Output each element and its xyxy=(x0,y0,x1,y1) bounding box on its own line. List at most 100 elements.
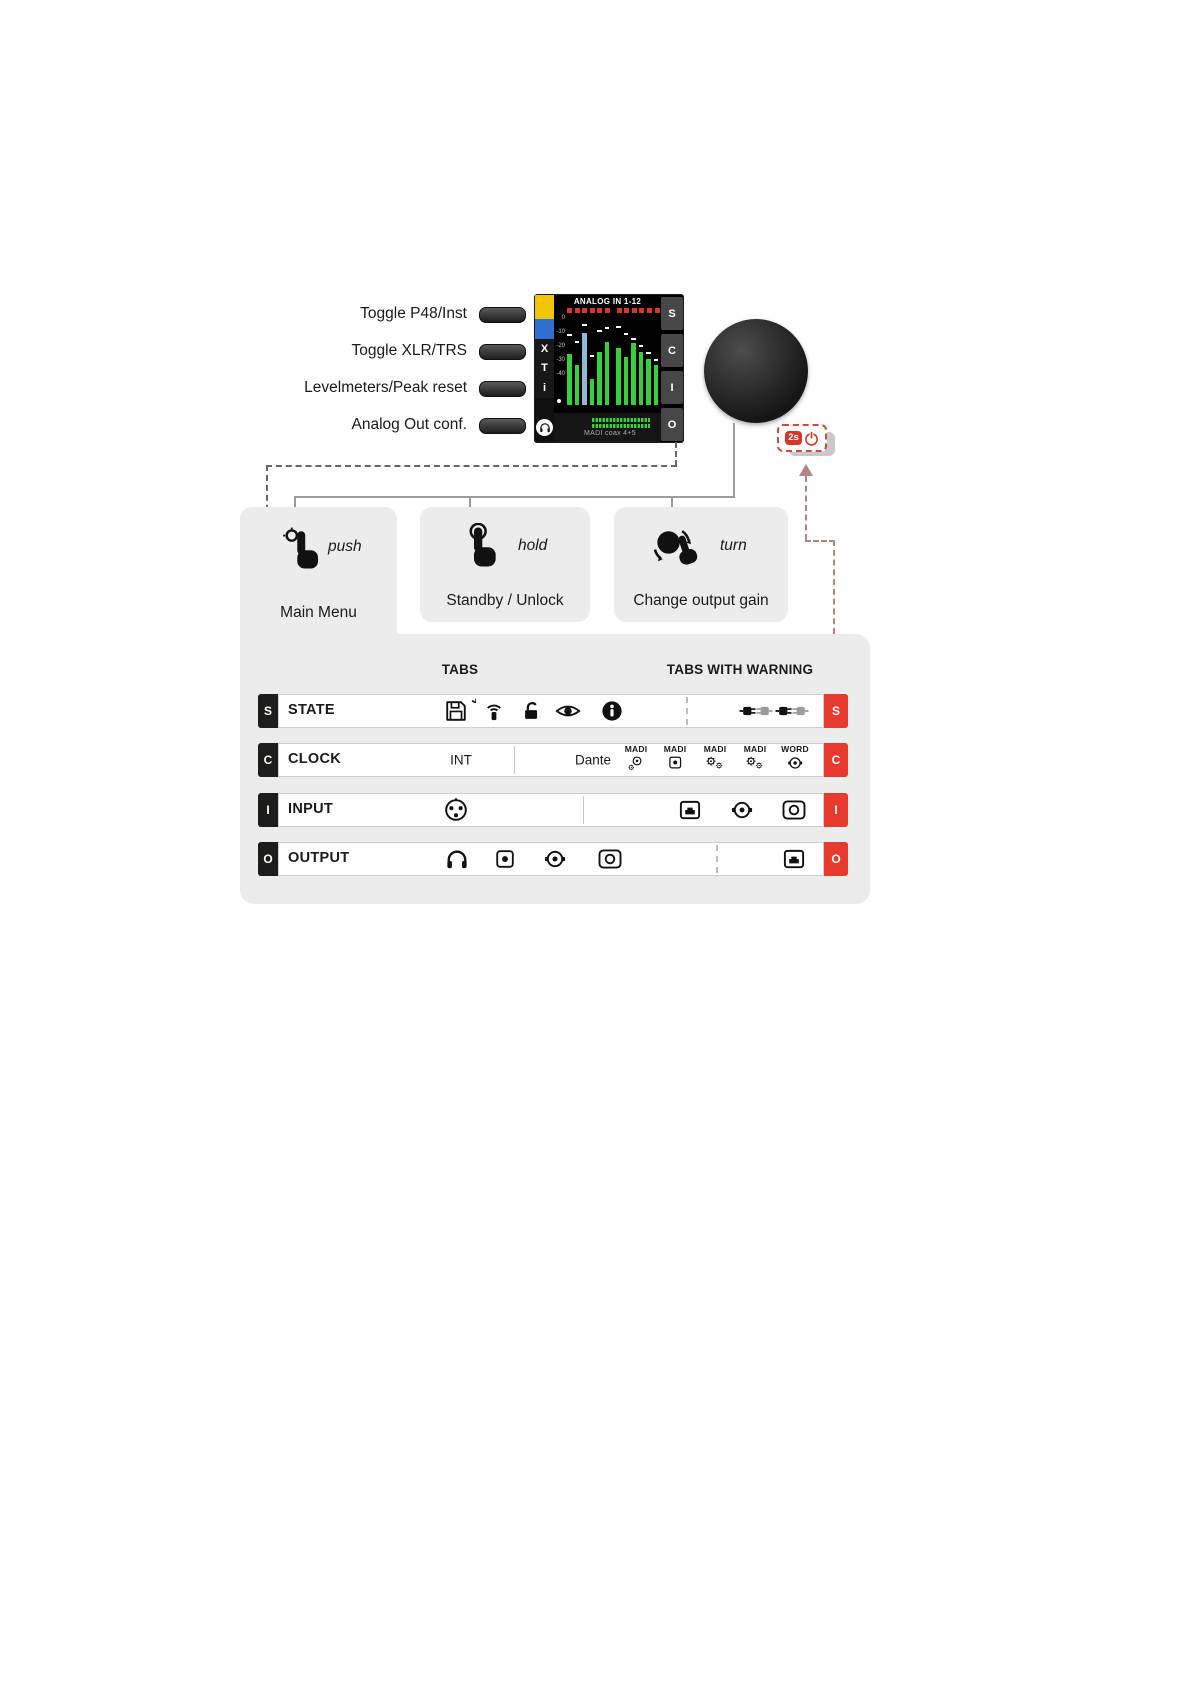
gesture-card-hold: hold Standby / Unlock xyxy=(420,507,590,622)
menu-row-state: S STATE S xyxy=(258,694,848,728)
phones-output-tab[interactable] xyxy=(535,412,554,442)
info-icon xyxy=(601,700,623,722)
power-button[interactable]: 2s xyxy=(777,424,827,452)
hardware-button-1[interactable] xyxy=(479,307,526,323)
screen-right-tab-column: S C I O xyxy=(661,295,683,442)
input-warning-tab[interactable]: I xyxy=(824,793,848,827)
optical-icon xyxy=(782,800,807,821)
input-row-divider xyxy=(583,796,584,824)
ethernet-icon xyxy=(679,799,702,822)
input-tab[interactable]: I xyxy=(258,793,278,827)
screen-meter-area: ANALOG IN 1-12 0 -10 -20 -30 -40 MADI co… xyxy=(554,295,661,442)
gesture-card-turn: turn Change output gain xyxy=(614,507,788,622)
madi-coax-icon xyxy=(627,755,645,772)
screen-tab-output[interactable]: O xyxy=(661,408,683,441)
push-result-label: Main Menu xyxy=(280,604,357,621)
tabs-warning-header: TABS WITH WARNING xyxy=(666,662,814,677)
headphones-icon xyxy=(536,418,553,436)
hold-gesture-icon xyxy=(458,523,504,569)
meter-page-blue-tab[interactable] xyxy=(535,319,554,339)
xlr-icon xyxy=(444,798,469,823)
input-row-bar xyxy=(278,793,824,827)
page-indicator-dot xyxy=(557,399,561,403)
power-plugs-icon xyxy=(776,700,809,722)
clock-option-madi-sync-1: MADI xyxy=(704,745,727,771)
save-icon xyxy=(444,699,468,723)
state-tab[interactable]: S xyxy=(258,694,278,728)
coax-icon xyxy=(598,849,623,870)
visibility-icon xyxy=(555,702,581,721)
phones-mini-meter-left xyxy=(592,418,650,422)
hardware-button-4[interactable] xyxy=(479,418,526,434)
clock-row-label: CLOCK xyxy=(288,751,342,767)
scale-10: -10 xyxy=(556,329,565,335)
rotary-encoder-knob[interactable] xyxy=(704,319,808,423)
clock-warning-tab[interactable]: C xyxy=(824,743,848,777)
warning-dashed-connector-v2 xyxy=(833,540,835,634)
clip-indicators xyxy=(567,308,662,313)
phones-source-text: MADI coax 4+5 xyxy=(584,430,636,437)
madi-optical-icon xyxy=(668,755,683,770)
clock-option-word: WORD xyxy=(781,745,809,771)
clock-option-madi-coax: MADI xyxy=(625,745,648,772)
state-row-label: STATE xyxy=(288,702,335,718)
button-label-p48: Toggle P48/Inst xyxy=(360,305,467,322)
tab-t[interactable]: T xyxy=(535,358,554,377)
screen-tab-state[interactable]: S xyxy=(661,297,683,330)
warning-dashed-connector-v1 xyxy=(805,476,807,540)
asterisk-icon xyxy=(466,693,476,703)
headphones-icon xyxy=(445,848,469,870)
output-row-bar xyxy=(278,842,824,876)
screen-dashed-connector xyxy=(675,442,677,466)
push-action-label: push xyxy=(328,538,362,555)
clock-row-divider xyxy=(514,746,515,774)
connector-stub-2 xyxy=(469,496,471,509)
clock-tab[interactable]: C xyxy=(258,743,278,777)
turn-result-label: Change output gain xyxy=(633,592,769,609)
hardware-button-2[interactable] xyxy=(479,344,526,360)
clock-option-madi-sync-2: MADI xyxy=(744,745,767,771)
input-row-label: INPUT xyxy=(288,801,333,817)
state-row-divider xyxy=(686,697,688,725)
output-warning-tab[interactable]: O xyxy=(824,842,848,876)
up-arrowhead xyxy=(799,464,813,476)
connector-stub-1 xyxy=(294,496,296,509)
remote-icon xyxy=(483,700,506,723)
bnc-icon xyxy=(731,799,754,822)
madi-sync-icon xyxy=(705,755,725,771)
screen-status-bar: MADI coax 4+5 xyxy=(554,413,661,442)
screen-tab-input[interactable]: I xyxy=(661,371,683,404)
scale-30: -30 xyxy=(556,357,565,363)
phones-mini-meter-right xyxy=(592,424,650,428)
device-display: X T i ANALOG IN 1-12 0 -10 -20 -30 -40 M… xyxy=(534,294,684,443)
tab-x[interactable]: X xyxy=(535,339,554,358)
clock-int-label: INT xyxy=(450,752,472,768)
turn-action-label: turn xyxy=(720,537,747,554)
meter-page-yellow-tab[interactable] xyxy=(535,295,554,319)
push-gesture-icon xyxy=(282,527,326,571)
output-row-label: OUTPUT xyxy=(288,850,350,866)
power-hold-label: 2s xyxy=(785,431,802,445)
turn-gesture-icon xyxy=(652,523,704,569)
scale-0: 0 xyxy=(561,315,565,321)
optical-icon xyxy=(494,848,516,870)
output-tab[interactable]: O xyxy=(258,842,278,876)
power-plugs-icon xyxy=(740,700,773,722)
hardware-button-3[interactable] xyxy=(479,381,526,397)
menu-dashed-connector-h xyxy=(266,465,677,467)
state-warning-tab[interactable]: S xyxy=(824,694,848,728)
power-icon xyxy=(804,431,819,446)
bnc-icon xyxy=(544,848,567,871)
tab-info[interactable]: i xyxy=(535,377,554,398)
clock-row-bar xyxy=(278,743,824,777)
hold-action-label: hold xyxy=(518,537,548,554)
button-label-analog-out: Analog Out conf. xyxy=(351,416,467,433)
scale-40: -40 xyxy=(556,371,565,377)
tabs-header: TABS xyxy=(441,662,479,677)
screen-tab-clock[interactable]: C xyxy=(661,334,683,367)
ethernet-icon xyxy=(783,848,806,871)
clock-option-madi-optical: MADI xyxy=(664,745,687,770)
menu-row-clock: C CLOCK INT Dante MADI MADI MADI MADI WO… xyxy=(258,743,848,777)
button-label-levelmeters: Levelmeters/Peak reset xyxy=(304,379,467,396)
